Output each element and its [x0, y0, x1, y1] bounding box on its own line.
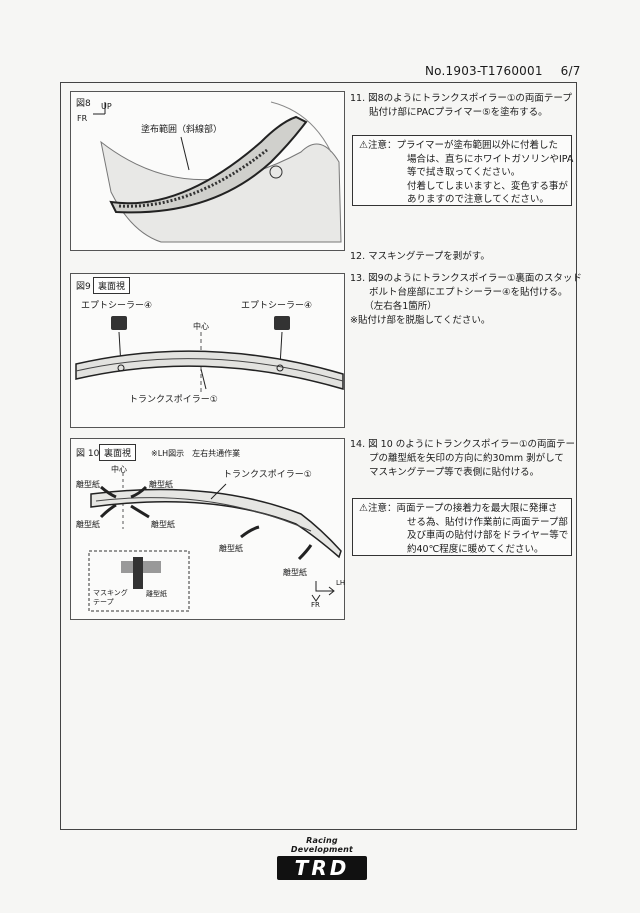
release-paper-label: 離型紙: [151, 520, 175, 529]
page-number: 6/7: [560, 64, 581, 78]
spoiler-label-10: トランクスポイラー①: [223, 470, 312, 480]
release-paper-label: 離型紙: [149, 480, 173, 489]
figure-10-label: 図 10: [76, 449, 100, 459]
inset-paper-label: 離型紙: [146, 590, 167, 598]
release-paper-label: 離型紙: [283, 568, 307, 577]
sealer-right-label: エプトシーラー④: [241, 301, 313, 311]
logo-mark: TRD: [277, 856, 367, 880]
release-paper-label: 離型紙: [219, 544, 243, 553]
step-13: 13. 図9のようにトランクスポイラー①裏面のスタッド ボルト台座部にエプトシー…: [350, 273, 582, 326]
coating-area-callout: 塗布範囲（斜線部）: [141, 125, 223, 135]
figure-10: 図 10 裏面視 ※LH図示 左右共通作業 中心 トランクスポイラー① 離型紙 …: [70, 438, 345, 620]
inset-tape-label: マスキング テープ: [93, 589, 128, 606]
fr-direction-label: FR: [311, 601, 320, 609]
figure-10-view-label: 裏面視: [99, 444, 137, 461]
step-12: 12. マスキングテープを剥がす。: [350, 251, 490, 262]
figure-8: 図8 UP FR 塗布範囲（斜線部）: [70, 91, 345, 251]
figure-9: 図9 裏面視 エプトシーラー④ エプトシーラー④ 中心 トランクスポイラー①: [70, 273, 345, 428]
caution-box-1: ⚠注意：プライマーが塗布範囲以外に付着した 場合は、直ちにホワイトガソリンやIP…: [352, 135, 573, 206]
release-paper-label: 離型紙: [76, 520, 100, 529]
caution-box-2: ⚠注意：両面テープの接着力を最大限に発揮さ せる為、貼付け作業前に両面テープ部 …: [352, 498, 572, 556]
lh-note: ※LH図示 左右共通作業: [151, 449, 241, 458]
lh-direction-label: LH: [336, 579, 346, 587]
step-11: 11. 図8のようにトランクスポイラー①の両面テープ 貼付け部にPACプライマー…: [350, 93, 572, 118]
release-paper-illustration: [88, 473, 342, 612]
trd-logo: Racing Development TRD: [277, 836, 367, 880]
spoiler-label: トランクスポイラー①: [129, 395, 218, 405]
release-paper-label: 離型紙: [76, 480, 100, 489]
logo-subtitle: Racing Development: [290, 836, 354, 854]
spoiler-underside-illustration: [75, 316, 344, 394]
up-label: UP: [101, 102, 112, 111]
figure-8-label: 図8: [76, 99, 91, 109]
warning-icon: ⚠: [359, 140, 368, 151]
step-14: 14. 図 10 のようにトランクスポイラー①の両面テー プの離型紙を矢印の方向…: [350, 439, 575, 478]
figure-9-label: 図9: [76, 282, 91, 292]
center-label: 中心: [193, 322, 209, 331]
warning-icon: ⚠: [359, 503, 368, 514]
fr-label: FR: [77, 114, 88, 123]
center-label-10: 中心: [111, 465, 127, 474]
sealer-left-label: エプトシーラー④: [81, 301, 153, 311]
page-frame: [60, 82, 577, 830]
car-rear-illustration: [93, 101, 342, 243]
figure-9-view-label: 裏面視: [93, 277, 131, 294]
